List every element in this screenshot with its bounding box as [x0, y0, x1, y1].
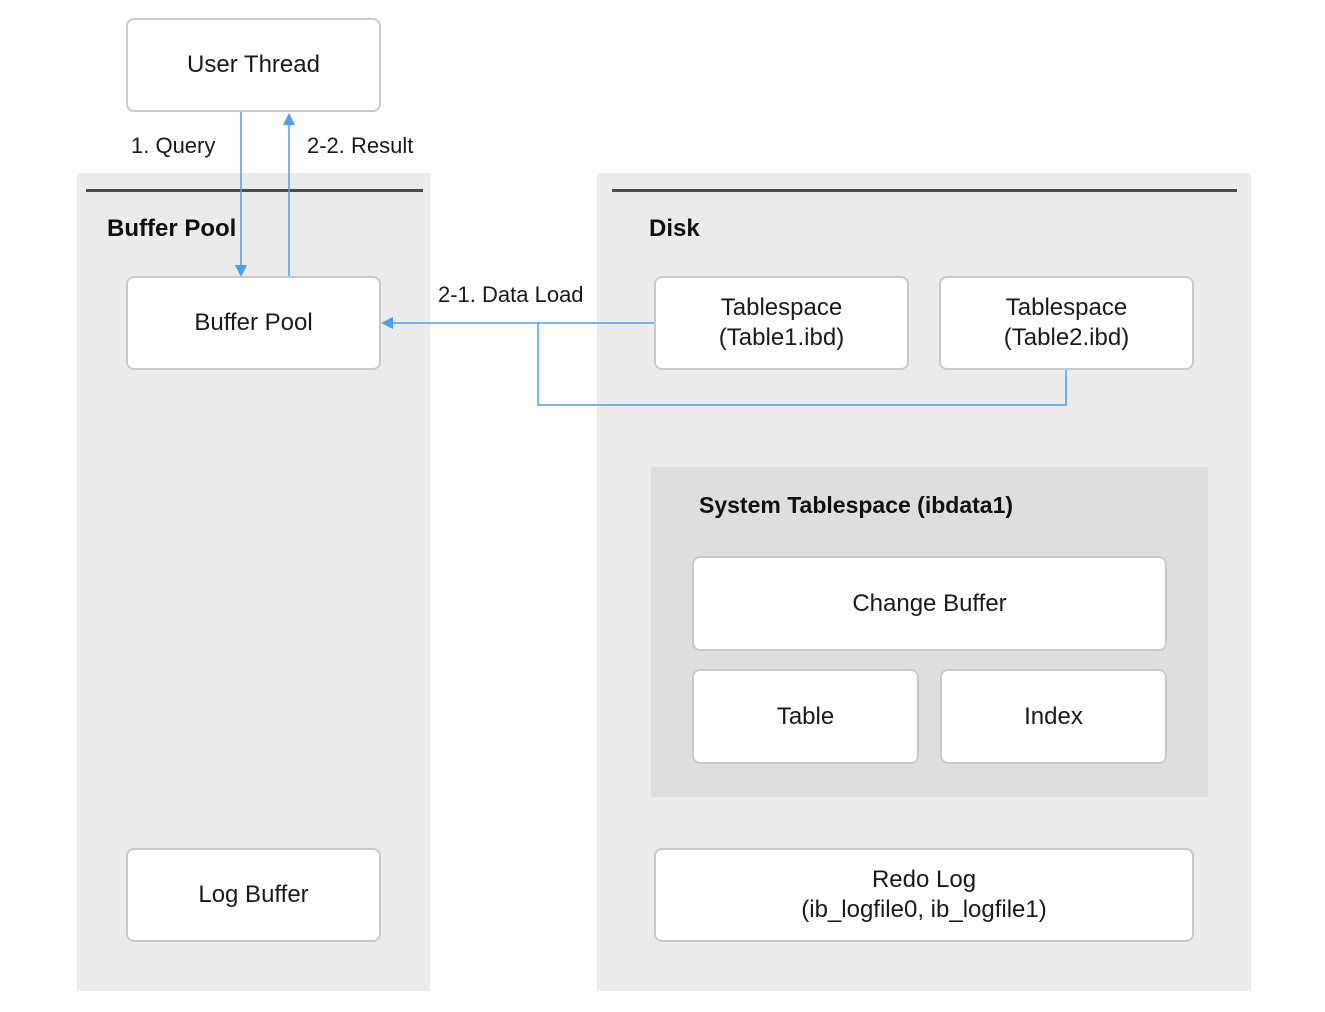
user-thread-label: User Thread: [187, 51, 320, 78]
redo-log-line1: Redo Log: [871, 866, 977, 893]
buffer-pool-box: Buffer Pool: [126, 276, 381, 370]
index-box: Index: [940, 669, 1167, 764]
tablespace-table1-line1: Tablespace: [720, 294, 843, 321]
buffer-pool-panel-title: Buffer Pool: [107, 215, 237, 242]
arrow-data-load: [381, 317, 1067, 406]
buffer-pool-box-label: Buffer Pool: [194, 309, 313, 336]
arrow-result: [283, 113, 295, 277]
query-label: 1. Query: [131, 133, 216, 158]
system-tablespace-title: System Tablespace (ibdata1): [699, 492, 1014, 518]
disk-panel-rule: [612, 189, 1237, 192]
buffer-pool-panel-rule: [86, 189, 423, 192]
disk-panel-title: Disk: [649, 215, 700, 242]
log-buffer-box-label: Log Buffer: [198, 881, 309, 908]
tablespace-table2-line2: (Table2.ibd): [1003, 324, 1130, 351]
user-thread-box: User Thread: [126, 18, 381, 112]
tablespace-table2-line1: Tablespace: [1005, 294, 1128, 321]
arrow-query: [235, 112, 247, 277]
change-buffer-label: Change Buffer: [852, 589, 1007, 617]
table-label: Table: [776, 702, 835, 730]
redo-log-line2: (ib_logfile0, ib_logfile1): [801, 896, 1047, 923]
change-buffer-box: Change Buffer: [692, 556, 1167, 651]
log-buffer-box: Log Buffer: [126, 848, 381, 942]
data-load-label: 2-1. Data Load: [438, 282, 584, 307]
tablespace-table2-box: Tablespace (Table2.ibd): [939, 276, 1194, 370]
redo-log-box: Redo Log (ib_logfile0, ib_logfile1): [654, 848, 1194, 942]
tablespace-table1-line2: (Table1.ibd): [718, 324, 845, 351]
index-label: Index: [1024, 702, 1083, 730]
result-label: 2-2. Result: [307, 133, 414, 158]
tablespace-table1-box: Tablespace (Table1.ibd): [654, 276, 909, 370]
table-box: Table: [692, 669, 919, 764]
